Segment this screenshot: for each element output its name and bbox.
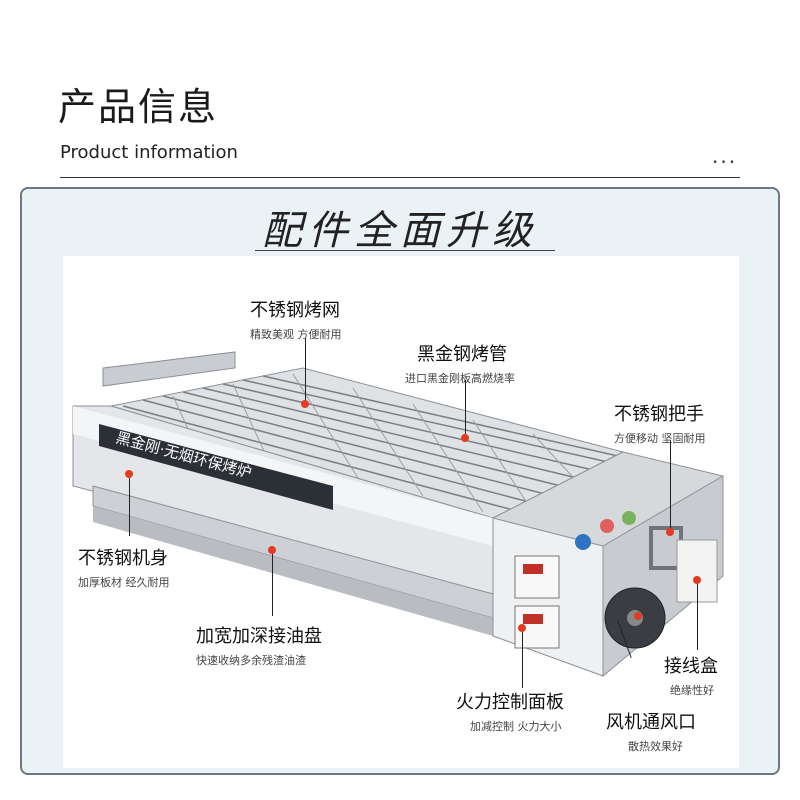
- callout-title: 风机通风口: [606, 712, 696, 733]
- connector-panel: [522, 628, 523, 688]
- header-divider: [60, 177, 740, 178]
- connector-grill: [305, 338, 306, 404]
- callout-desc: 方便移动 坚固耐用: [614, 432, 706, 445]
- callout-body: 不锈钢机身 加厚板材 经久耐用: [78, 544, 170, 590]
- callout-control-panel: 火力控制面板 加减控制 火力大小: [456, 688, 564, 734]
- marker-dot: [634, 612, 642, 620]
- callout-title: 加宽加深接油盘: [196, 626, 322, 647]
- connector-junction: [697, 580, 698, 650]
- callout-desc: 加厚板材 经久耐用: [78, 576, 170, 589]
- marker-dot: [518, 624, 526, 632]
- callout-title: 不锈钢烤网: [250, 300, 340, 321]
- callout-desc: 进口黑金刚板高燃烧率: [405, 372, 515, 385]
- marker-dot: [125, 470, 133, 478]
- callout-desc: 绝缘性好: [670, 684, 714, 697]
- callout-grill-net: 不锈钢烤网 精致美观 方便耐用: [250, 296, 342, 342]
- callout-junction-box: 接线盒 绝缘性好: [664, 652, 718, 698]
- callout-title: 黑金钢烤管: [417, 344, 507, 365]
- callout-desc: 快速收纳多余残渣油渣: [196, 654, 306, 667]
- callout-title: 接线盒: [664, 656, 718, 677]
- connector-handle: [670, 440, 671, 532]
- callout-desc: 散热效果好: [628, 740, 683, 753]
- more-dots-icon: ...: [712, 144, 738, 168]
- callout-handle: 不锈钢把手 方便移动 坚固耐用: [614, 400, 706, 446]
- banner-underline: [255, 250, 555, 251]
- callout-heating-tube: 黑金钢烤管 进口黑金刚板高燃烧率: [405, 340, 515, 386]
- callout-title: 不锈钢把手: [614, 404, 704, 425]
- marker-dot: [268, 546, 276, 554]
- page-title: 产品信息: [58, 85, 219, 129]
- bbq-grill-illustration: 黑金刚·无烟环保烤炉: [72, 351, 724, 678]
- callout-title: 不锈钢机身: [78, 548, 168, 569]
- callout-fan-vent: 风机通风口 散热效果好: [606, 708, 696, 754]
- connector-tray: [272, 550, 273, 616]
- callout-oil-tray: 加宽加深接油盘 快速收纳多余残渣油渣: [196, 622, 322, 668]
- callout-title: 火力控制面板: [456, 692, 564, 713]
- connector-body: [129, 474, 130, 536]
- page-subtitle: Product information: [60, 142, 238, 163]
- marker-dot: [666, 528, 674, 536]
- marker-dot: [301, 400, 309, 408]
- callout-desc: 精致美观 方便耐用: [250, 328, 342, 341]
- marker-dot: [693, 576, 701, 584]
- marker-dot: [461, 434, 469, 442]
- callout-desc: 加减控制 火力大小: [470, 720, 562, 733]
- banner-title: 配件全面升级: [262, 208, 538, 254]
- connector-tube: [465, 380, 466, 438]
